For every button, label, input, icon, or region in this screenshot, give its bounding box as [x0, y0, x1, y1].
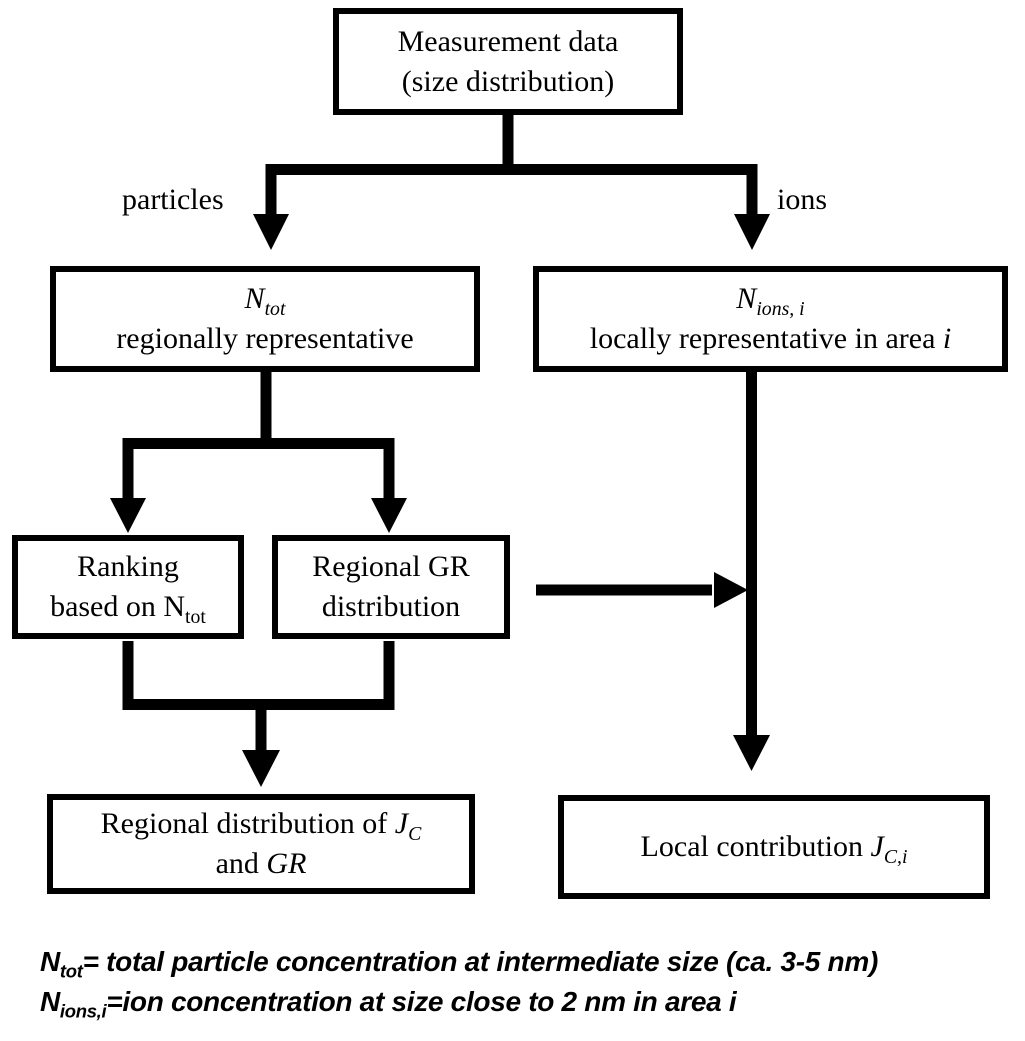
nions-symbol: Nions, i	[736, 282, 805, 321]
ranking-line1: Ranking	[77, 550, 179, 584]
node-ranking: Ranking based on Ntot	[12, 535, 244, 639]
node-regional-gr: Regional GR distribution	[272, 535, 510, 639]
ntot-symbol: Ntot	[244, 282, 286, 321]
arrowhead-local-jc	[733, 735, 770, 771]
node-nions: Nions, i locally representative in area …	[533, 266, 1008, 372]
regional-jc-line2: and GR	[215, 847, 307, 880]
edge-label-ions: ions	[777, 183, 828, 216]
node-regional-jc: Regional distribution of JC and GR	[47, 794, 475, 894]
footnote-nions: Nions,i=ion concentration at size close …	[40, 986, 737, 1022]
ranking-line2: based on Ntot	[50, 590, 206, 628]
arrowhead-ranking	[110, 498, 146, 533]
arrowhead-regional-jc	[242, 750, 280, 787]
arrowhead-particles	[253, 214, 289, 250]
arrowhead-gr	[371, 498, 407, 533]
nions-caption: locally representative in area i	[589, 322, 952, 355]
arrowhead-ions	[734, 214, 770, 250]
node-local-jc: Local contribution JC,i	[558, 795, 990, 899]
regional-gr-line1: Regional GR	[312, 550, 470, 584]
measurement-line2: (size distribution)	[401, 64, 615, 98]
arrowhead-gr-to-ions	[714, 572, 748, 608]
node-ntot: Ntot regionally representative	[50, 266, 480, 372]
measurement-line1: Measurement data	[397, 24, 619, 58]
footnotes: Ntot= total particle concentration at in…	[40, 942, 878, 1022]
footnote-ntot: Ntot= total particle concentration at in…	[40, 946, 878, 982]
regional-gr-line2: distribution	[321, 590, 461, 623]
local-jc-text: Local contribution JC,i	[640, 830, 908, 869]
ntot-caption: regionally representative	[116, 322, 414, 355]
regional-jc-line1: Regional distribution of JC	[100, 807, 422, 846]
edge-label-particles: particles	[122, 183, 224, 216]
node-measurement-data: Measurement data (size distribution)	[333, 8, 683, 115]
